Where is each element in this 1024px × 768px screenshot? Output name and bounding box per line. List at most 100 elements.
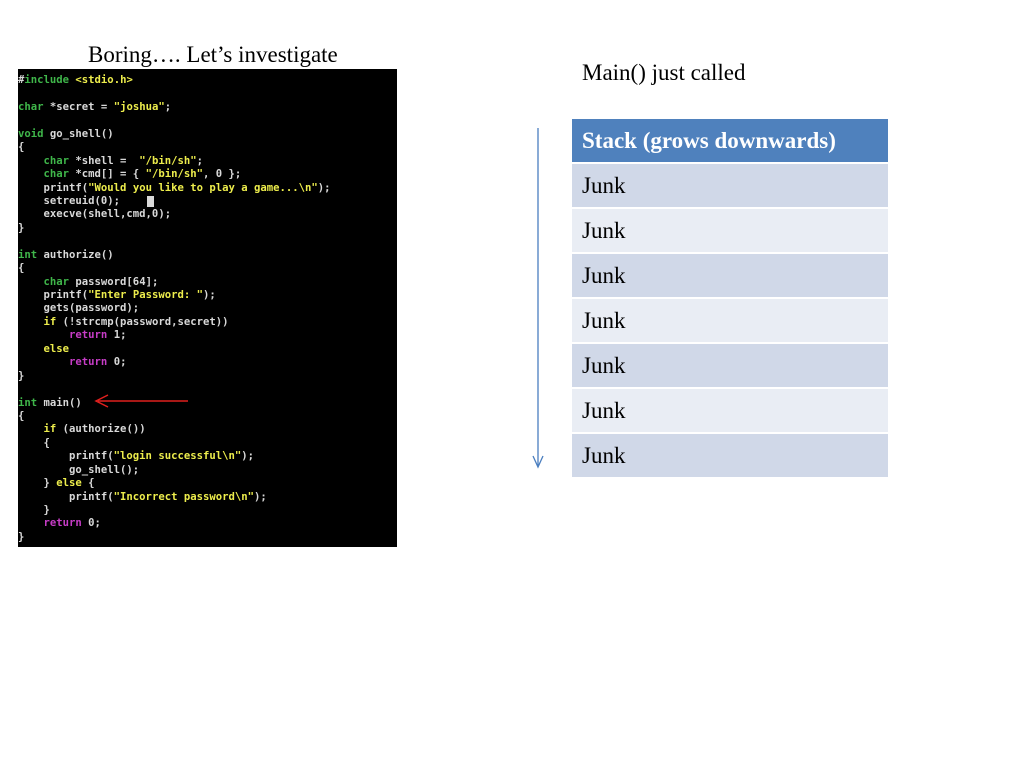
- code-token: int: [18, 396, 38, 409]
- code-line: }: [18, 504, 397, 517]
- code-token: #: [18, 74, 25, 86]
- code-token: "Incorrect password\n": [113, 490, 254, 503]
- code-token: if: [43, 423, 57, 436]
- code-line: }: [18, 531, 397, 544]
- code-token: );: [254, 490, 267, 503]
- code-line: int main(): [18, 397, 397, 410]
- code-line: #include <stdio.h>: [18, 74, 397, 87]
- stack-table-header-row: Stack (grows downwards): [572, 119, 888, 164]
- code-token: include: [24, 74, 76, 86]
- red-pointer-arrow: [94, 394, 188, 408]
- stack-row: Junk: [572, 253, 888, 299]
- code-token: return: [69, 356, 108, 369]
- code-token: <stdio.h>: [75, 74, 133, 86]
- code-line: {: [18, 262, 397, 275]
- code-line: char *shell = "/bin/sh";: [18, 155, 397, 168]
- stack-cell: Junk: [572, 388, 888, 434]
- code-token: printf(: [18, 181, 89, 194]
- code-token: setreuid(0);: [18, 194, 121, 207]
- code-line: return 1;: [18, 329, 397, 342]
- code-token: main(): [37, 396, 82, 409]
- code-token: );: [202, 289, 216, 301]
- code-token: int: [18, 248, 38, 261]
- code-token: printf(: [18, 450, 114, 463]
- code-line: {: [18, 410, 397, 423]
- code-line: else: [18, 343, 397, 356]
- code-token: "Enter Password: ": [88, 289, 203, 301]
- stack-row: Junk: [572, 388, 888, 434]
- code-line: {: [18, 141, 397, 154]
- code-line: setreuid(0);: [18, 195, 397, 208]
- code-token: gets(password);: [18, 302, 140, 315]
- code-token: *secret =: [43, 100, 114, 113]
- code-token: char: [43, 154, 70, 167]
- stack-cell: Junk: [572, 343, 888, 389]
- code-line: {: [18, 437, 397, 450]
- code-token: {: [18, 262, 25, 275]
- code-token: password[64];: [69, 275, 159, 288]
- code-token: "/bin/sh": [145, 168, 203, 181]
- code-token: "login successful\n": [113, 450, 242, 463]
- code-token: char: [43, 168, 70, 181]
- code-token: 0;: [81, 517, 101, 530]
- code-line: printf("login successful\n");: [18, 450, 397, 463]
- code-token: ;: [164, 100, 172, 113]
- stack-cell: Junk: [572, 208, 888, 254]
- code-line: char *secret = "joshua";: [18, 101, 397, 114]
- code-listing: #include <stdio.h> char *secret = "joshua…: [18, 74, 397, 544]
- code-token: }: [18, 504, 50, 516]
- stack-table: Stack (grows downwards) Junk Junk Junk J…: [572, 119, 888, 479]
- code-line: char password[64];: [18, 276, 397, 289]
- code-token: *shell =: [69, 154, 140, 167]
- code-line: } else {: [18, 477, 397, 490]
- stack-row: Junk: [572, 208, 888, 254]
- code-line: if (!strcmp(password,secret)): [18, 316, 397, 329]
- code-line: char *cmd[] = { "/bin/sh", 0 };: [18, 168, 397, 181]
- stack-row: Junk: [572, 298, 888, 344]
- code-token: return: [43, 517, 82, 530]
- code-token: 1;: [107, 329, 127, 342]
- code-line: return 0;: [18, 517, 397, 530]
- code-line: execve(shell,cmd,0);: [18, 208, 397, 221]
- code-line: printf("Incorrect password\n");: [18, 491, 397, 504]
- code-token: }: [18, 530, 25, 543]
- code-token: else: [56, 477, 82, 490]
- code-token: {: [18, 141, 25, 154]
- stack-cell: Junk: [572, 253, 888, 299]
- code-token: go_shell();: [18, 463, 140, 476]
- code-token: "joshua": [113, 100, 165, 113]
- slide-title: Boring…. Let’s investigate: [88, 42, 338, 67]
- red-arrow-head: [94, 394, 109, 408]
- code-line: int authorize(): [18, 249, 397, 262]
- code-screenshot: #include <stdio.h> char *secret = "joshua…: [18, 69, 397, 547]
- code-token: ;: [196, 154, 203, 167]
- code-token: "/bin/sh": [139, 154, 197, 167]
- stack-direction-arrow: [532, 128, 544, 469]
- code-line: gets(password);: [18, 302, 397, 315]
- slide-subtitle: Main() just called: [582, 60, 746, 85]
- stack-table-header: Stack (grows downwards): [572, 119, 888, 164]
- code-token: if: [43, 315, 57, 328]
- code-token: void: [18, 127, 44, 140]
- stack-cell: Junk: [572, 298, 888, 344]
- code-line: void go_shell(): [18, 128, 397, 141]
- code-token: return: [69, 329, 108, 342]
- code-token: );: [317, 181, 331, 194]
- code-line: }: [18, 222, 397, 235]
- stack-row: Junk: [572, 433, 888, 479]
- code-token: {: [81, 477, 95, 490]
- code-token: }: [18, 221, 25, 234]
- code-line: if (authorize()): [18, 423, 397, 436]
- stack-arrow-head: [532, 455, 544, 469]
- code-token: printf(: [18, 490, 114, 503]
- code-token: , 0 };: [202, 168, 242, 181]
- code-token: (!strcmp(password,secret)): [56, 315, 229, 328]
- code-line: return 0;: [18, 356, 397, 369]
- code-line: printf("Would you like to play a game...…: [18, 182, 397, 195]
- code-token: "Would you like to play a game...\n": [88, 181, 318, 194]
- code-token: go_shell(): [43, 127, 114, 140]
- stack-cell: Junk: [572, 433, 888, 479]
- code-line: printf("Enter Password: ");: [18, 289, 397, 302]
- code-token: }: [18, 477, 57, 490]
- code-token: char: [18, 100, 44, 113]
